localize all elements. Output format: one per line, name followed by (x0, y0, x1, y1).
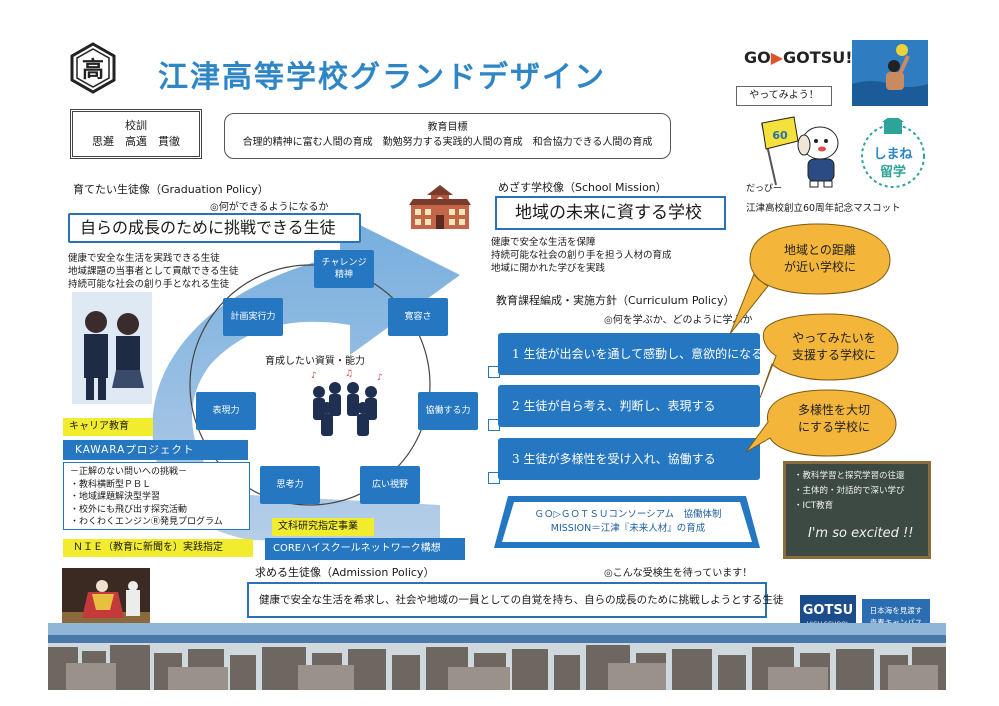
graduation-policy-heading: 育てたい生徒像（Graduation Policy） (73, 183, 269, 196)
list-item: ・教科学習と探究学習の往還 (794, 471, 905, 481)
kawara-project-bar: KAWARAプロジェクト (63, 440, 248, 460)
nie-tag: ＮＩＥ（教育に新聞を）実践指定 (63, 539, 253, 557)
water-polo-photo (852, 40, 928, 106)
mascot-name: だっぴー (746, 184, 783, 194)
gogotsu-logo: GO▶GOTSU! (744, 48, 853, 67)
consortium-shape (494, 496, 760, 548)
large-curved-arrow (152, 215, 460, 545)
school-motto-box: 校訓 思邂 高邁 貫徹 (70, 109, 202, 159)
list-item: 地域に開かれた学びを実践 (491, 263, 606, 274)
cycle-circle (189, 264, 431, 506)
education-goal-box: 教育目標 合理的精神に富む人間の育成 勤勉努力する実践的人間の育成 和合協力でき… (224, 113, 671, 159)
graduation-policy-sub: ◎何ができるようになるか (210, 202, 329, 213)
bubble-2 (759, 313, 899, 399)
school-mission-heading: めざす学校像（School Mission） (498, 181, 667, 194)
core-highschool-bar: COREハイスクールネットワーク構想 (265, 538, 465, 560)
bubble-2-text: やってみたいを支援する学校に (791, 331, 876, 362)
curriculum-item-3: 3 生徒が多様性を受け入れ、協働する (498, 438, 760, 480)
curriculum-policy-sub: ◎何を学ぶか、どのように学ぶか (604, 315, 753, 326)
list-item: －正解のない問いへの挑戦－ (70, 467, 188, 477)
list-item: ・ICT教育 (794, 501, 834, 511)
town-panorama (48, 623, 946, 690)
school-building-icon (409, 185, 471, 229)
svg-text:♫: ♫ (345, 369, 353, 379)
gogotsu-gotsu: GOTSU! (783, 48, 853, 67)
svg-text:♪: ♪ (377, 373, 383, 383)
mascot-dappy-icon: 60 (761, 116, 839, 188)
education-goal-text: 合理的精神に富む人間の育成 勤勉努力する実践的人間の育成 和合協力できる人間の育… (242, 137, 653, 148)
growth-arrow-diagram (152, 215, 460, 545)
speech-bubbles (729, 223, 899, 457)
admission-policy-text: 健康で安全な生活を希求し、社会や地域の一員としての自覚を持ち、自らの成長のために… (247, 582, 783, 618)
gogotsu-go: GO (744, 48, 771, 67)
node-thinking: 思考力 (260, 466, 320, 504)
career-education-tag: キャリア教育 (63, 418, 153, 436)
mext-designation-tag: 文科研究指定事業 (272, 518, 374, 536)
node-plan-execution: 計画実行力 (223, 298, 283, 336)
node-collaboration: 協働する力 (418, 392, 478, 430)
list-item: 持続可能な社会の創り手を担う人材の育成 (491, 250, 672, 261)
list-item: ・地域課題解決型学習 (70, 492, 161, 502)
shimane-ryugaku-logo: しまね 留学 (861, 118, 925, 188)
kawara-project-list: －正解のない問いへの挑戦－ ・教科横断型ＰＢＬ ・地域課題解決型学習 ・校外にも… (63, 462, 250, 530)
slogan-box: やってみよう！ (736, 86, 832, 106)
curriculum-policy-heading: 教育課程編成・実施方針（Curriculum Policy） (496, 294, 735, 307)
kagura-performance-photo (62, 568, 150, 630)
admission-policy-sub: ◎こんな受検生を待っています！ (604, 568, 753, 579)
bubble-1 (729, 223, 891, 335)
list-item: 地域課題の当事者として貢献できる生徒 (68, 266, 239, 277)
list-item: 持続可能な社会の創り手となれる生徒 (68, 279, 230, 290)
education-goal-label: 教育目標 (427, 122, 468, 133)
mascot-caption: 江津高校創立60周年記念マスコット (746, 203, 901, 214)
list-item: ・校外にも飛び出す探究活動 (70, 504, 188, 515)
diagram-center-label: 育成したい資質・能力 (265, 356, 365, 367)
admission-policy-heading: 求める生徒像（Admission Policy） (255, 566, 435, 579)
school-mission-banner: 地域の未来に資する学校 (495, 196, 726, 230)
school-crest-icon: 高 (70, 42, 116, 94)
play-arrow-icon: ▶ (770, 48, 784, 67)
shimane-bottom: 留学 (880, 164, 906, 180)
blackboard: ・教科学習と探究学習の往還 ・主体的・対話的で深い学び ・ICT教育 I'm s… (783, 461, 931, 559)
list-item: 健康で安全な生活を保障 (491, 237, 596, 248)
blackboard-excited: I'm so excited !! (808, 526, 914, 541)
curriculum-item-2: 2 生徒が自ら考え、判断し、表現する (498, 385, 760, 427)
students-illustration (72, 292, 152, 404)
graduation-list: 健康で安全な生活を実践できる生徒 地域課題の当事者として貢献できる生徒 持続可能… (68, 252, 239, 291)
school-motto-label: 校訓 (125, 119, 147, 132)
shimane-top: しまね (873, 147, 912, 162)
choir-students-icon: ♪ ♫ ♪ (311, 369, 383, 436)
list-item: ・わくわくエンジンⓇ発見プログラム (70, 517, 223, 527)
mascot-flag-number: 60 (772, 129, 788, 142)
bubble-3 (745, 389, 897, 457)
graduation-banner: 自らの成長のために挑戦できる生徒 (68, 213, 361, 243)
consortium-text: ＧＯ▷ＧＯＴＳＵコンソーシアム 協働体制 MISSION＝江津『未来人材』の育成 (534, 509, 722, 534)
curriculum-item-1: 1 生徒が出会いを通して感動し、意欲的になる (498, 333, 763, 375)
list-item: 健康で安全な生活を実践できる生徒 (68, 253, 220, 264)
node-tolerance: 寛容さ (388, 298, 448, 336)
crest-char: 高 (82, 57, 104, 83)
node-challenge-spirit: チャレンジ精神 (314, 250, 374, 288)
bubble-3-text: 多様性を大切にする学校に (797, 403, 871, 434)
bubble-1-text: 地域との距離が近い学校に (783, 243, 856, 274)
mission-list: 健康で安全な生活を保障 持続可能な社会の創り手を担う人材の育成 地域に開かれた学… (491, 236, 672, 275)
svg-text:♪: ♪ (311, 371, 317, 381)
page-title: 江津高等学校グランドデザイン (158, 60, 606, 95)
list-item: ・主体的・対話的で深い学び (794, 486, 905, 496)
school-motto-values: 思邂 高邁 貫徹 (92, 135, 180, 148)
list-item: ・教科横断型ＰＢＬ (70, 479, 152, 490)
node-expression: 表現力 (196, 392, 256, 430)
node-broad-view: 広い視野 (360, 466, 420, 504)
